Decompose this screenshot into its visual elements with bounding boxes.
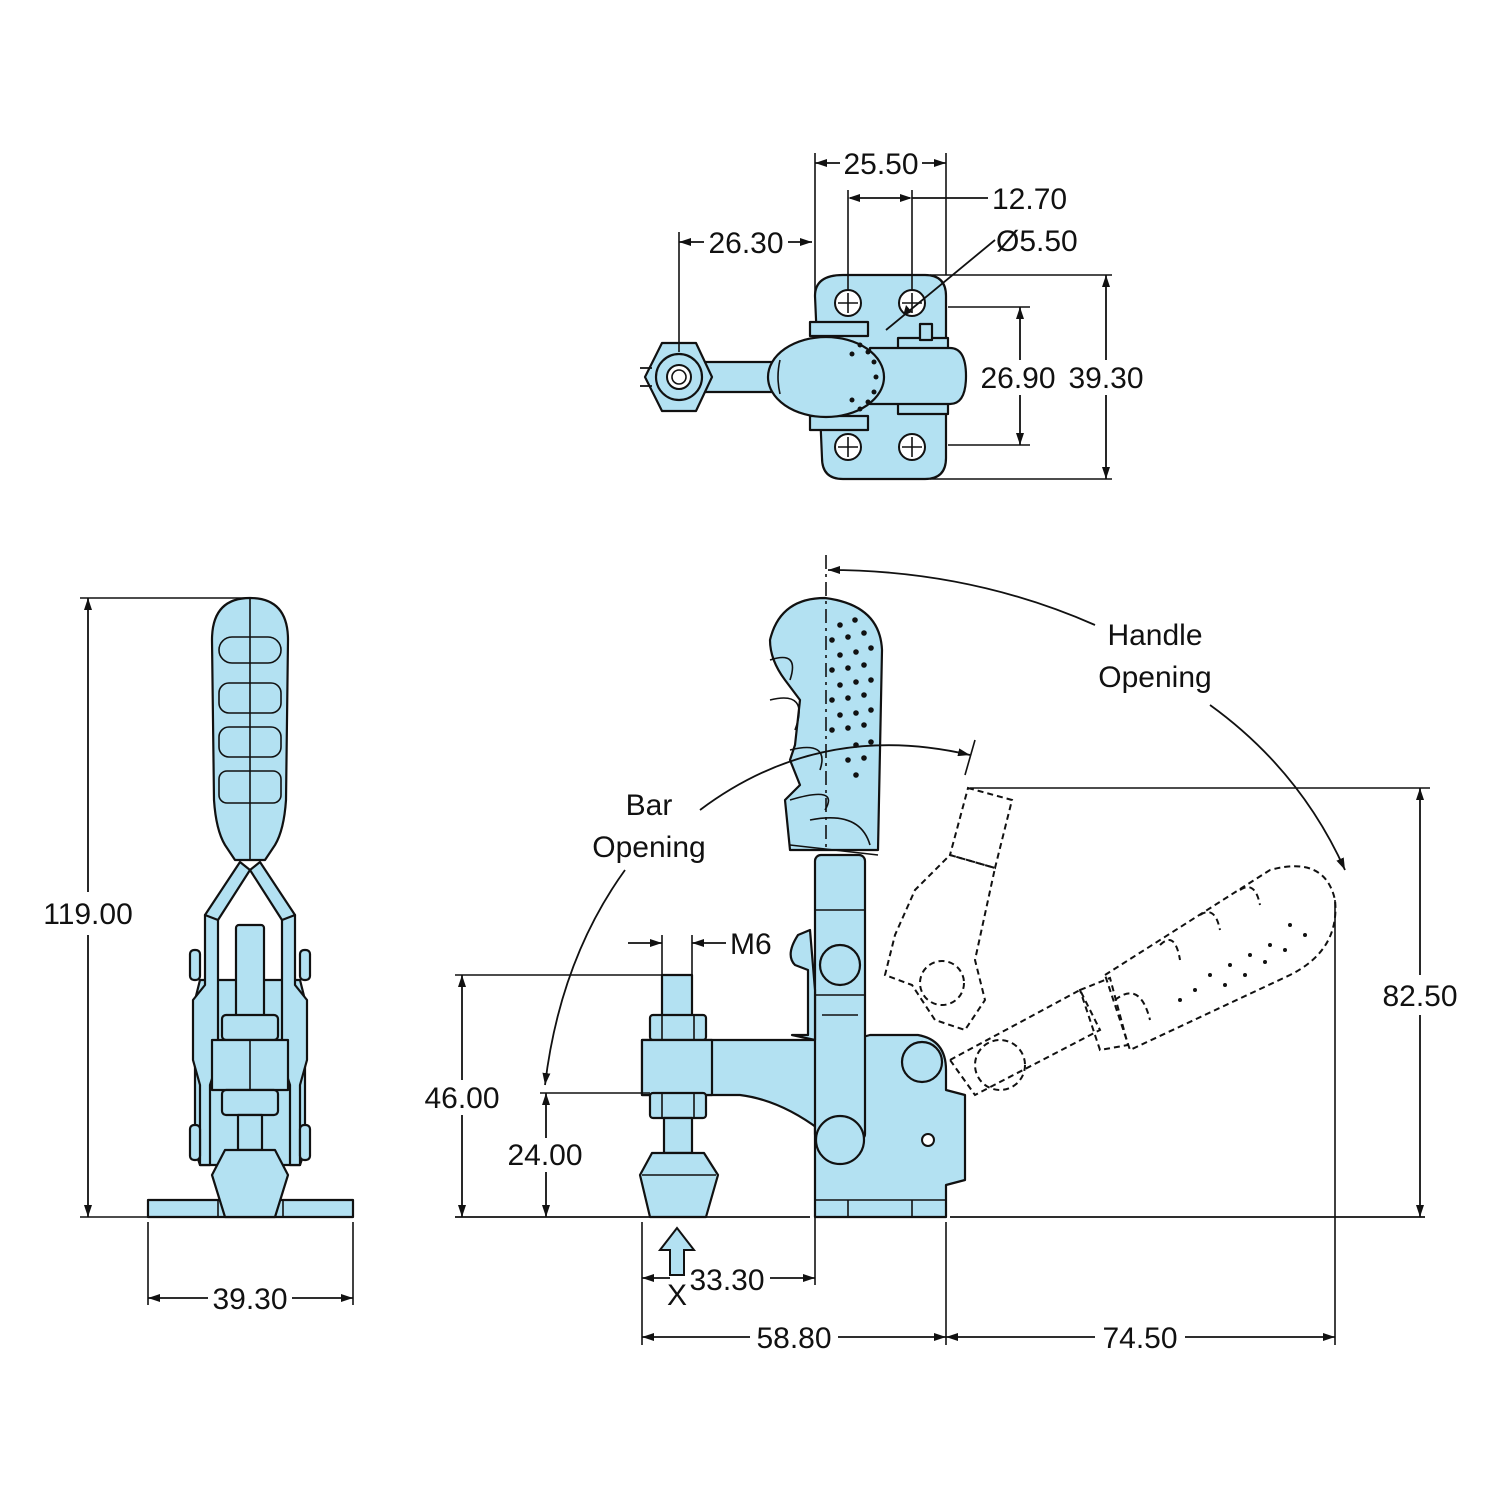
side-spindle-tip xyxy=(638,1151,720,1219)
dim-m6: M6 xyxy=(730,928,772,961)
front-dimensions: 119.00 39.30 xyxy=(43,597,354,1316)
force-arrow-icon xyxy=(657,1226,697,1276)
dim-hole-diameter: Ø5.50 xyxy=(996,225,1078,258)
dim-39-30-front: 39.30 xyxy=(212,1283,287,1316)
front-hex-nut-lower xyxy=(220,1088,280,1117)
bar-opening-label-2: Opening xyxy=(592,831,705,864)
top-pivot-block-upper xyxy=(808,320,870,338)
bar-opening-label-1: Bar xyxy=(626,789,673,822)
dim-39-30-top: 39.30 xyxy=(1068,362,1143,395)
front-hex-nut-upper xyxy=(220,1013,280,1042)
side-spindle-block xyxy=(640,1038,714,1097)
side-hex-nut-lower xyxy=(648,1091,708,1120)
handle-opening-label-1: Handle xyxy=(1107,619,1202,652)
front-knob xyxy=(298,948,312,982)
top-dimensions: 25.50 12.70 26.30 Ø5.50 26.90 xyxy=(678,148,1144,480)
dim-33-30: 33.30 xyxy=(689,1264,764,1297)
dim-119-00: 119.00 xyxy=(43,898,133,931)
front-view: 119.00 39.30 xyxy=(43,596,355,1316)
side-dimensions: M6 46.00 24.00 33.30 X 58.80 xyxy=(424,787,1458,1355)
top-view: 25.50 12.70 26.30 Ø5.50 26.90 xyxy=(640,148,1144,481)
front-handle-link-left xyxy=(203,860,252,922)
front-knob xyxy=(298,1123,312,1162)
side-hook xyxy=(789,928,817,1042)
handle-opening-label-2: Opening xyxy=(1098,661,1211,694)
front-grip-ribs xyxy=(218,636,282,804)
dim-12-70: 12.70 xyxy=(992,183,1067,216)
front-spindle-lower xyxy=(236,1113,264,1152)
front-knob xyxy=(188,948,202,982)
dim-82-50: 82.50 xyxy=(1382,980,1457,1013)
dim-58-80: 58.80 xyxy=(756,1322,831,1355)
front-side-link-left xyxy=(191,913,220,1167)
side-spindle-lower xyxy=(662,1116,694,1155)
dim-25-50: 25.50 xyxy=(843,148,918,181)
front-spindle-tip xyxy=(210,1148,290,1219)
side-upper-pin xyxy=(818,943,862,987)
point-x-label: X xyxy=(667,1279,687,1312)
dim-24-00: 24.00 xyxy=(507,1139,582,1172)
front-spindle xyxy=(234,923,266,1027)
dim-26-30: 26.30 xyxy=(708,227,783,260)
top-pivot-block-lower xyxy=(808,414,870,432)
side-hex-nut-upper xyxy=(648,1013,708,1042)
dim-26-90: 26.90 xyxy=(980,362,1055,395)
side-spindle-top xyxy=(660,973,694,1022)
side-body-hole xyxy=(921,1133,935,1147)
dim-46-00: 46.00 xyxy=(424,1082,499,1115)
front-knob xyxy=(188,1123,202,1162)
top-pin-stub xyxy=(918,322,934,342)
dim-74-50: 74.50 xyxy=(1102,1322,1177,1355)
side-pivot-pin xyxy=(900,1040,944,1084)
top-grip-dots xyxy=(849,342,879,412)
side-handle-lever xyxy=(813,853,867,1142)
side-lower-pin xyxy=(814,1114,866,1166)
side-handle-open-position xyxy=(883,786,1337,1097)
top-handle-grip xyxy=(766,335,886,419)
front-handle-link-right xyxy=(248,860,297,922)
top-handle-arm xyxy=(868,346,968,406)
side-view: Handle Opening Bar Opening M6 46.00 24.0… xyxy=(424,555,1458,1355)
